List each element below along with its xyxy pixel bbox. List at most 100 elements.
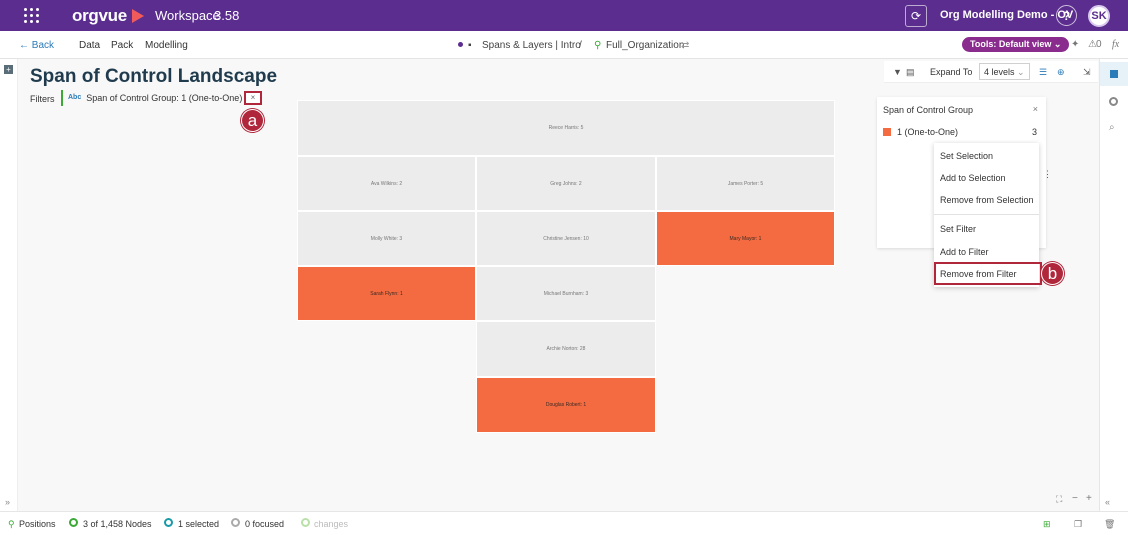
- org-tile[interactable]: Michael Burnham: 3: [476, 266, 656, 321]
- filter-chip[interactable]: Abc Span of Control Group: 1 (One-to-One…: [61, 90, 261, 106]
- brand-mark-icon: [131, 9, 144, 23]
- status-bar: ⚲ Positions 3 of 1,458 Nodes 1 selected …: [0, 511, 1128, 535]
- legend-item-count: 3: [1031, 127, 1037, 137]
- legend-title: Span of Control Group: [883, 105, 974, 115]
- right-rail: ⌕ «: [1099, 59, 1128, 511]
- nav-pack[interactable]: Pack: [111, 40, 134, 51]
- globe-icon[interactable]: ⊕: [1057, 67, 1065, 77]
- selected-icon: [164, 518, 173, 527]
- annotation-marker-a: a: [241, 109, 264, 132]
- filter-chip-label: Span of Control Group: 1 (One-to-One): [86, 93, 243, 103]
- expand-levels-select[interactable]: 4 levels ⌄: [979, 63, 1030, 80]
- org-tile[interactable]: Molly White: 3: [297, 211, 476, 266]
- annotation-marker-b: b: [1041, 262, 1064, 285]
- brand-name: orgvue: [72, 6, 127, 25]
- menu-highlight-box: [934, 262, 1042, 285]
- back-link[interactable]: ← Back: [19, 40, 54, 51]
- expand-to-label: Expand To: [930, 67, 973, 77]
- positions-label[interactable]: Positions: [19, 519, 56, 529]
- org-tile[interactable]: James Porter: 5: [656, 156, 835, 211]
- changes-label[interactable]: changes: [314, 519, 349, 529]
- refresh-icon[interactable]: ⇄: [681, 40, 690, 51]
- focused-icon: [231, 518, 240, 527]
- fit-screen-icon[interactable]: ⛶: [1056, 494, 1063, 504]
- selected-count[interactable]: 1 selected: [178, 519, 220, 529]
- brand-logo[interactable]: orgvue: [72, 6, 144, 26]
- back-label: Back: [31, 40, 55, 51]
- menu-divider: [934, 214, 1039, 215]
- filter-icon[interactable]: ▼: [893, 67, 902, 77]
- legend-swatch: [883, 128, 891, 136]
- more-options-icon[interactable]: ⋮: [1043, 169, 1052, 179]
- arrow-left-icon: ←: [19, 40, 32, 51]
- app-launcher-icon[interactable]: [24, 8, 39, 23]
- nav-modelling[interactable]: Modelling: [145, 40, 188, 51]
- menu-remove-from-selection[interactable]: Remove from Selection: [940, 195, 1034, 205]
- org-tile[interactable]: Archie Norton: 28: [476, 321, 656, 377]
- properties-tab[interactable]: [1100, 62, 1128, 86]
- tools-view-button[interactable]: Tools: Default view ⌄: [962, 37, 1070, 52]
- add-panel-icon[interactable]: +: [4, 65, 13, 74]
- expand-left-icon[interactable]: »: [5, 497, 11, 507]
- layers-icon[interactable]: ▤: [906, 67, 915, 77]
- nodes-icon: [69, 518, 78, 527]
- breadcrumb-view[interactable]: Spans & Layers | Intro: [482, 40, 581, 51]
- collapse-right-icon[interactable]: «: [1105, 497, 1111, 507]
- user-avatar[interactable]: SK: [1088, 5, 1110, 27]
- model-selector[interactable]: Org Modelling Demo - OV: [940, 9, 1074, 21]
- menu-add-to-filter[interactable]: Add to Filter: [940, 247, 989, 257]
- filters-label: Filters: [30, 94, 55, 104]
- menu-set-selection[interactable]: Set Selection: [940, 151, 994, 161]
- properties-icon: [1110, 70, 1118, 78]
- sync-icon: ⟳: [910, 9, 922, 23]
- expand-levels-value: 4 levels: [984, 67, 1015, 77]
- breadcrumb-dataset[interactable]: Full_Organization: [606, 40, 685, 51]
- nav-data[interactable]: Data: [79, 40, 101, 51]
- zoom-in-button[interactable]: +: [1086, 493, 1092, 504]
- breadcrumb-separator: /: [579, 40, 582, 51]
- tools-view-label: Tools: Default view: [970, 39, 1052, 49]
- menu-add-to-selection[interactable]: Add to Selection: [940, 173, 1006, 183]
- nav-bar: ← Back Data Pack Modelling ▪ Spans & Lay…: [0, 31, 1128, 59]
- org-tile[interactable]: Greg Johns: 2: [476, 156, 656, 211]
- view-icon: ▪: [468, 40, 472, 51]
- list-view-icon[interactable]: ☰: [1039, 67, 1048, 77]
- pin-icon[interactable]: ✦: [1071, 39, 1080, 50]
- warning-icon[interactable]: ⚠: [1088, 39, 1097, 50]
- org-tile[interactable]: Christine Jensen: 10: [476, 211, 656, 266]
- sync-button[interactable]: ⟳: [905, 5, 927, 27]
- workspace-version: 3.58: [214, 8, 240, 23]
- workspace-label: Workspace: [155, 8, 220, 23]
- chevron-down-icon: ⌄: [1017, 67, 1025, 77]
- chevron-down-icon: ⌄: [1053, 39, 1062, 49]
- focus-icon[interactable]: [1109, 97, 1118, 106]
- focused-count[interactable]: 0 focused: [245, 519, 285, 529]
- warning-count: 0: [1096, 39, 1102, 50]
- org-tile[interactable]: Ava Wilkins: 2: [297, 156, 476, 211]
- menu-remove-from-filter[interactable]: Remove from Filter: [940, 269, 1017, 279]
- changes-icon: [301, 518, 310, 527]
- search-icon[interactable]: ⌕: [1109, 122, 1115, 133]
- legend-item-label[interactable]: 1 (One-to-One): [897, 127, 959, 137]
- legend-close-button[interactable]: ×: [1032, 104, 1038, 114]
- formula-button[interactable]: fx: [1112, 39, 1120, 50]
- left-rail: + »: [0, 59, 18, 511]
- org-tile-highlighted[interactable]: Douglas Robert: 1: [476, 377, 656, 433]
- menu-set-filter[interactable]: Set Filter: [940, 224, 977, 234]
- page-title: Span of Control Landscape: [30, 66, 278, 87]
- export-icon[interactable]: ⇲: [1083, 67, 1091, 77]
- view-status-dot: [458, 42, 463, 47]
- filter-remove-button[interactable]: ×: [244, 91, 262, 105]
- org-tile-highlighted[interactable]: Sarah Flynn: 1: [297, 266, 476, 321]
- help-button[interactable]: ?: [1056, 5, 1077, 26]
- text-type-icon: Abc: [68, 94, 82, 101]
- nodes-count[interactable]: 3 of 1,458 Nodes: [83, 519, 152, 529]
- delete-icon[interactable]: 🗑: [1104, 519, 1116, 529]
- copy-icon[interactable]: ❐: [1074, 519, 1083, 529]
- add-node-icon[interactable]: ⊞: [1043, 519, 1051, 529]
- org-tile[interactable]: Reece Harris: 5: [297, 100, 835, 156]
- top-bar: orgvue Workspace 3.58 ⟳ Org Modelling De…: [0, 0, 1128, 31]
- dataset-icon: ⚲: [594, 40, 602, 51]
- zoom-out-button[interactable]: −: [1072, 493, 1078, 504]
- org-tile-highlighted[interactable]: Mary Mayor: 1: [656, 211, 835, 266]
